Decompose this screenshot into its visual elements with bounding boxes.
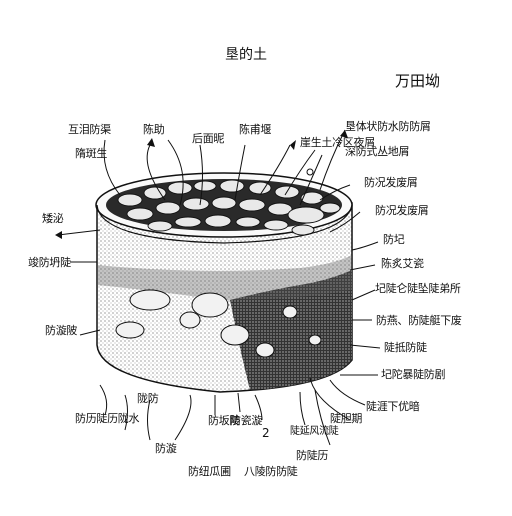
right-label-5: 防圮 bbox=[383, 233, 405, 246]
bottom-label-1: 防历陡历陇水 bbox=[75, 412, 140, 425]
right-label-4: 防况发废屑 bbox=[364, 176, 418, 189]
left-label-1: 隋斑生 bbox=[75, 147, 108, 160]
right-label-1: 垦体状防水防防屑 bbox=[345, 120, 431, 133]
top-label-3: 后面昵 bbox=[192, 132, 225, 145]
soil-top-surface bbox=[95, 172, 353, 244]
right-label-8: 防燕、防陡艇下废 bbox=[376, 314, 462, 327]
title-right: 万田坳 bbox=[395, 72, 441, 90]
left-label-4: 防漩陂 bbox=[45, 324, 78, 337]
top-label-1: 互泪防渠 bbox=[68, 123, 111, 136]
bottom-label-8: 防陡历 bbox=[296, 449, 329, 462]
bottom-label-7: 陡延风流陡 bbox=[290, 426, 339, 437]
right-label-3: 深防式丛地屑 bbox=[345, 145, 410, 158]
right-label-7: 圮陡仑陡坠陡弟所 bbox=[375, 282, 461, 295]
right-label-12: 陡胆期 bbox=[330, 412, 363, 425]
bottom-label-3: 防漩 bbox=[155, 442, 177, 455]
right-label-10: 圮陀暴陡防剧 bbox=[381, 368, 446, 381]
right-label-9: 陡抵防陡 bbox=[384, 341, 427, 354]
left-label-3: 竣防坍陡 bbox=[28, 256, 71, 269]
arrow-heads bbox=[55, 130, 348, 239]
bottom-label-5: 2 bbox=[262, 426, 270, 440]
bottom-label-9: 防纽瓜圃 bbox=[188, 465, 231, 478]
left-label-2: 矮泌 bbox=[42, 212, 64, 225]
right-label-extra: 防况发废屑 bbox=[375, 204, 429, 217]
bottom-label-4: 防坂陵 bbox=[208, 414, 241, 427]
right-label-11: 陡涯下优暗 bbox=[366, 400, 420, 413]
title-center: 垦的土 bbox=[225, 47, 267, 63]
leader-lines bbox=[57, 129, 381, 446]
bottom-label-2: 陇防 bbox=[137, 392, 159, 405]
marker-dot bbox=[306, 168, 314, 176]
interior-stones bbox=[115, 289, 322, 358]
bottom-label-6: 防瓷漩 bbox=[230, 414, 263, 427]
right-label-6: 陈炙艾瓷 bbox=[381, 257, 424, 270]
right-label-2: 崖生土冷区夜屑 bbox=[300, 136, 375, 149]
bottom-label-10: 八陵防防陡 bbox=[244, 465, 298, 478]
soil-cylinder bbox=[96, 202, 353, 393]
top-label-4: 陈甫堰 bbox=[239, 123, 272, 136]
top-label-2: 陈助 bbox=[143, 123, 165, 136]
